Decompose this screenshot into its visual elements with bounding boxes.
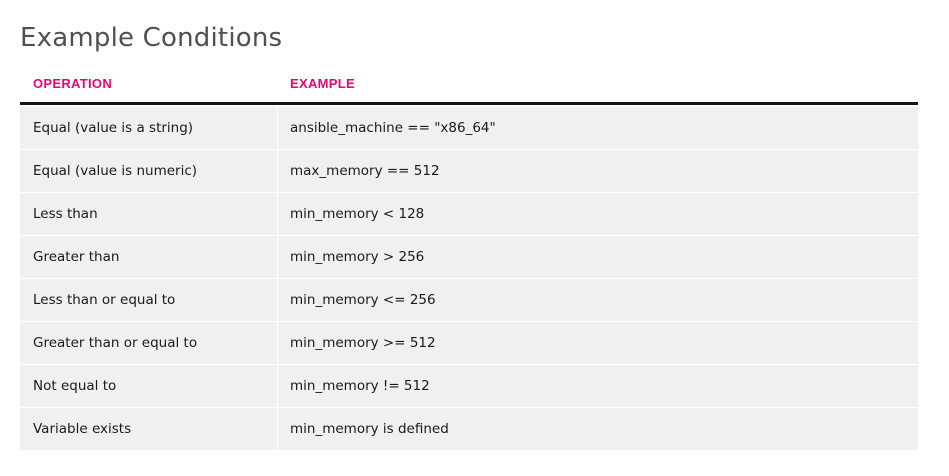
table-row: Greater than or equal to min_memory >= 5… bbox=[20, 322, 918, 365]
table-row: Variable exists min_memory is defined bbox=[20, 408, 918, 451]
example-cell: max_memory == 512 bbox=[278, 150, 918, 193]
operation-cell: Less than or equal to bbox=[20, 279, 278, 322]
column-header-example: EXAMPLE bbox=[290, 75, 355, 91]
table-row: Greater than min_memory > 256 bbox=[20, 236, 918, 279]
example-cell: min_memory is defined bbox=[278, 408, 918, 451]
operation-cell: Greater than or equal to bbox=[20, 322, 278, 365]
table-body: Equal (value is a string) ansible_machin… bbox=[20, 107, 918, 451]
operation-cell: Variable exists bbox=[20, 408, 278, 451]
operation-cell: Less than bbox=[20, 193, 278, 236]
operation-cell: Greater than bbox=[20, 236, 278, 279]
example-cell: min_memory != 512 bbox=[278, 365, 918, 408]
table-header: OPERATION EXAMPLE bbox=[20, 64, 918, 105]
operation-cell: Equal (value is numeric) bbox=[20, 150, 278, 193]
example-cell: min_memory <= 256 bbox=[278, 279, 918, 322]
operation-cell: Not equal to bbox=[20, 365, 278, 408]
example-cell: ansible_machine == "x86_64" bbox=[278, 107, 918, 150]
table-row: Less than min_memory < 128 bbox=[20, 193, 918, 236]
table-row: Not equal to min_memory != 512 bbox=[20, 365, 918, 408]
example-cell: min_memory < 128 bbox=[278, 193, 918, 236]
example-cell: min_memory > 256 bbox=[278, 236, 918, 279]
table-row: Equal (value is a string) ansible_machin… bbox=[20, 107, 918, 150]
operation-cell: Equal (value is a string) bbox=[20, 107, 278, 150]
conditions-table: OPERATION EXAMPLE Equal (value is a stri… bbox=[20, 64, 918, 451]
table-row: Equal (value is numeric) max_memory == 5… bbox=[20, 150, 918, 193]
column-header-operation: OPERATION bbox=[33, 75, 113, 91]
table-row: Less than or equal to min_memory <= 256 bbox=[20, 279, 918, 322]
example-cell: min_memory >= 512 bbox=[278, 322, 918, 365]
page-title: Example Conditions bbox=[20, 23, 283, 53]
